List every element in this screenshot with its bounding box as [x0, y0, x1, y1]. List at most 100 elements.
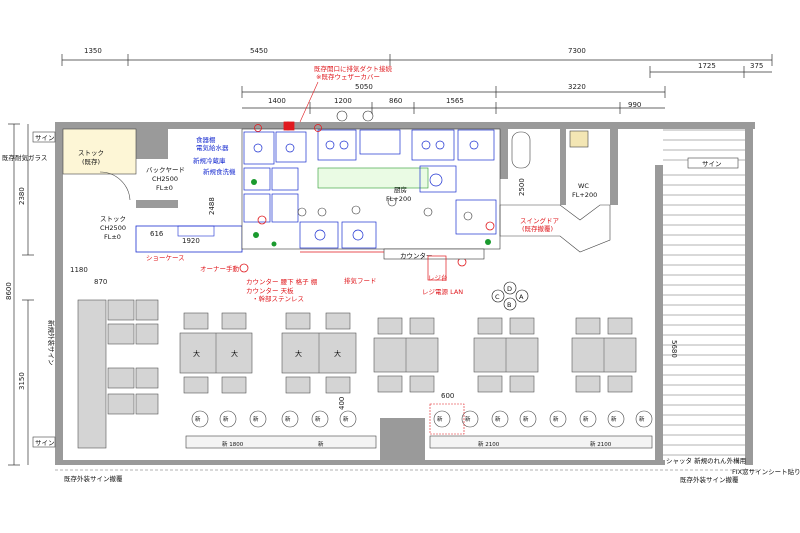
kitchen-fixtures [297, 110, 473, 221]
stock-lower-fl-label: FL±0 [104, 233, 121, 241]
kitchen-counter-green [317, 167, 429, 189]
dim-870: 870 [94, 278, 107, 286]
hood-label: 排気フード [344, 276, 377, 285]
new-washer-label: 新規食洗機 [203, 167, 236, 176]
dim-2380: 2380 [18, 187, 26, 205]
toilet [511, 131, 531, 169]
fix-sign-note: FIX窓サインシート貼り [732, 467, 800, 476]
dining-tables [179, 312, 637, 394]
dim-1565: 1565 [446, 97, 464, 105]
section-b: B [507, 301, 511, 309]
sink [569, 130, 589, 148]
showcase-label: ショーケース [146, 254, 185, 262]
dim-7300: 7300 [568, 47, 586, 55]
counter [383, 248, 485, 260]
dim-3220: 3220 [568, 83, 586, 91]
wc-fl-label: FL+200 [572, 191, 597, 199]
table-tag-4: 大 [334, 349, 341, 358]
top-dimension-lines [61, 54, 773, 114]
dim-5050: 5050 [355, 83, 373, 91]
duct-note-2: ※既存ウェザーカバー [316, 72, 380, 81]
new-fridge-label: 新規冷蔵庫 [193, 156, 226, 165]
existing-outer-sign-label-1: 既存外装サイン撤覆 [64, 474, 123, 483]
dim-860: 860 [389, 97, 402, 105]
door-swing-stock [99, 171, 131, 201]
svg-text:新: 新 [343, 415, 349, 423]
section-a: A [519, 293, 524, 301]
new-outer-sign-label: 新規外装サイン [47, 320, 56, 366]
kitchen-area [241, 128, 501, 250]
existing-glass-label: 既存耐気ガラス [2, 153, 47, 162]
dim-990: 990 [628, 101, 641, 109]
dim-400: 400 [338, 397, 346, 410]
bench-label-4: 新 2100 [590, 440, 612, 448]
dim-1180: 1180 [70, 266, 88, 274]
section-markers [491, 281, 529, 311]
stair-hatch [663, 129, 745, 456]
stock-room-label: ストック [78, 149, 104, 157]
stock-lower-label: ストック [100, 215, 126, 223]
kitchen-label: 厨房 [394, 185, 407, 194]
dim-600: 600 [441, 392, 454, 400]
left-bench [77, 299, 107, 449]
sign-label-right: サイン [702, 160, 722, 168]
backyard-fl-label: FL±0 [156, 184, 173, 192]
wc-partition [499, 204, 611, 253]
window-counters [185, 435, 653, 449]
svg-text:新: 新 [495, 415, 501, 423]
bench-label-3: 新 2100 [478, 440, 500, 448]
stool-tags: 新 新 新 新 新 新 新 新 新 新 新 新 新 新 [195, 415, 645, 423]
dim-1920: 1920 [182, 237, 200, 245]
dim-375: 375 [750, 62, 763, 70]
dim-1200: 1200 [334, 97, 352, 105]
sign-label-top: サイン [35, 134, 55, 142]
bench-label-1: 新 1800 [222, 440, 244, 448]
sign-box-top [32, 131, 56, 143]
swing-door-existing-label: (既存撤覆) [522, 224, 553, 233]
left-bench-seats [107, 299, 159, 415]
stools [191, 410, 653, 428]
water-supply-label: 電気給水器 [196, 143, 229, 152]
kitchen-equipment-blue [243, 129, 497, 249]
counter-note-3: ・幹部ステンレス [252, 294, 304, 303]
svg-text:新: 新 [639, 415, 645, 423]
bench-label-2: 新 [318, 440, 324, 448]
svg-text:新: 新 [523, 415, 529, 423]
dim-1400: 1400 [268, 97, 286, 105]
svg-text:新: 新 [437, 415, 443, 423]
register-label: レジ台 [428, 273, 448, 282]
svg-text:新: 新 [223, 415, 229, 423]
counter-label: カウンター [400, 251, 433, 260]
table-tag-2: 大 [231, 349, 238, 358]
stock-lower-ch-label: CH2500 [100, 224, 126, 232]
dim-5450: 5450 [250, 47, 268, 55]
sign-label-bottom: サイン [35, 439, 55, 447]
table-tag-3: 大 [295, 349, 302, 358]
svg-text:新: 新 [315, 415, 321, 423]
stock-room-existing-label: (既存) [82, 157, 100, 166]
svg-text:新: 新 [285, 415, 291, 423]
kitchen-fl-label: FL+200 [386, 195, 411, 203]
sign-box-right [687, 157, 739, 169]
counter-note-1: カウンター 腰下 格子 棚 [246, 277, 318, 286]
register-power-label: レジ電源 LAN [422, 287, 463, 296]
backyard-ch-label: CH2500 [152, 175, 178, 183]
existing-outer-sign-label-2: 既存外装サイン撤覆 [680, 475, 739, 484]
dim-8600: 8600 [5, 282, 13, 300]
register-stand [427, 255, 447, 281]
svg-text:新: 新 [553, 415, 559, 423]
svg-text:新: 新 [253, 415, 259, 423]
shutter-note: シャッタ 新規のれん外構用 [666, 456, 746, 465]
backyard-label: バックヤード [146, 166, 185, 174]
svg-text:新: 新 [195, 415, 201, 423]
counter-note-2: カウンター 天板 [246, 286, 294, 295]
dim-5680: 5680 [670, 340, 678, 358]
owner-hand-label: オーナー手動 [200, 264, 240, 273]
green-markers [251, 179, 491, 247]
cabinet-label: 食器棚 [196, 135, 216, 144]
dim-2488: 2488 [208, 197, 216, 215]
red-dashed-zone [429, 403, 465, 435]
duct-note-1: 既存開口に排気ダクト接続 [314, 64, 393, 73]
dim-1350: 1350 [84, 47, 102, 55]
